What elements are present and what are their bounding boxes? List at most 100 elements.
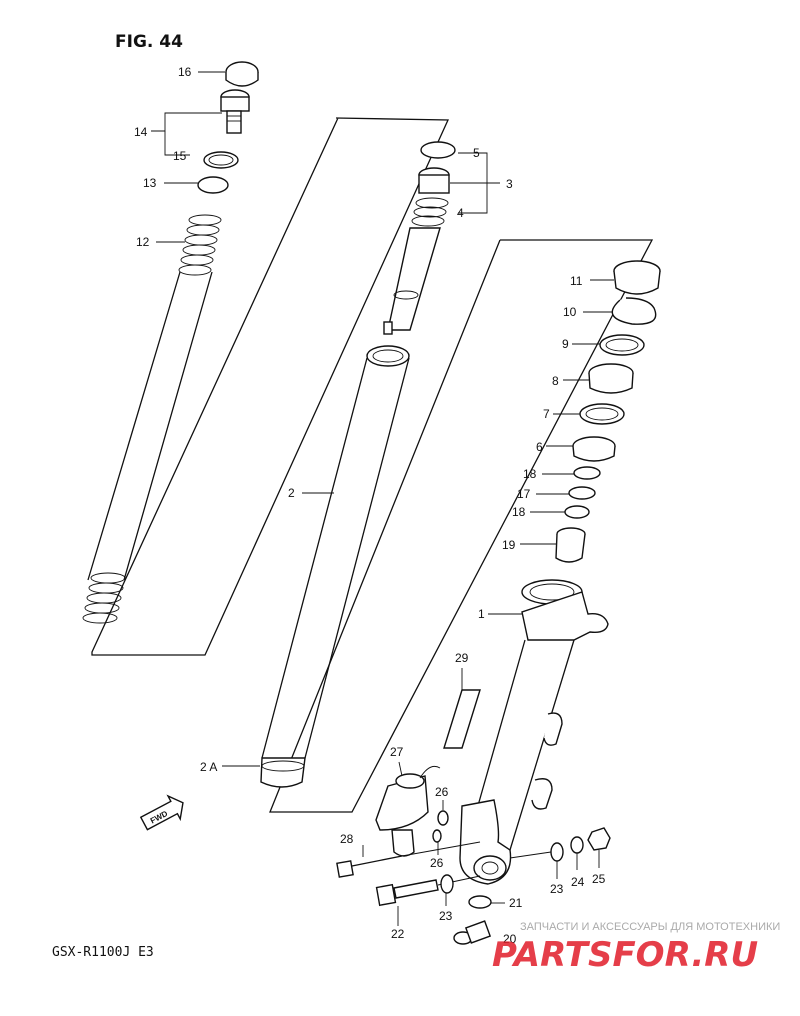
part-1-lug-a xyxy=(543,712,563,746)
part-27-sensor xyxy=(375,775,429,831)
damper-rod-band xyxy=(393,290,419,300)
part-2a-band xyxy=(261,760,305,772)
leader-14 xyxy=(151,112,222,132)
part-1-outer-bore xyxy=(529,583,575,601)
fwd-arrow: FWD xyxy=(139,794,184,831)
part-6-side xyxy=(572,445,616,462)
part-1-edge-right xyxy=(509,639,575,851)
model-code: GSX-R1100J E3 xyxy=(52,945,154,960)
part-27-top xyxy=(395,773,425,789)
label-18a: 18 xyxy=(523,467,537,481)
part-2-tube-edge-left xyxy=(261,357,368,759)
part-2-tube-edge-right xyxy=(304,357,410,759)
watermark-brand: PARTSFOR.RU xyxy=(492,935,758,975)
part-18-washer-a xyxy=(573,466,601,480)
outer-tube-group: 11 10 9 8 7 6 18 17 18 19 1 29 xyxy=(443,260,661,885)
label-26a: 26 xyxy=(435,785,449,799)
part-21-washer xyxy=(468,895,492,909)
label-23a: 23 xyxy=(439,909,453,923)
part-14-bolt-hex xyxy=(220,96,250,112)
part-2-tube-top xyxy=(366,345,410,367)
part-26-washer-b xyxy=(432,829,442,843)
group-bracket-middle xyxy=(269,239,654,813)
label-2a: 2 A xyxy=(200,760,217,774)
label-11: 11 xyxy=(570,274,583,288)
inner-tube-group: 5 3 4 2 2 A xyxy=(200,141,654,813)
part-1-axle-hole xyxy=(473,855,507,881)
label-5: 5 xyxy=(473,146,480,160)
label-16: 16 xyxy=(178,65,192,79)
part-14-bolt-shank xyxy=(226,110,242,134)
leader-27 xyxy=(398,761,403,777)
label-4: 4 xyxy=(457,206,464,220)
part-8-side xyxy=(588,372,634,394)
part-27-mount xyxy=(391,829,415,857)
label-24: 24 xyxy=(571,875,585,889)
part-1-axle-bore xyxy=(481,861,499,875)
part-27-wire xyxy=(419,765,441,779)
label-13: 13 xyxy=(143,176,157,190)
label-23b: 23 xyxy=(550,882,564,896)
label-12: 12 xyxy=(136,235,150,249)
part-28-bolt-head xyxy=(336,860,354,878)
part-29-label xyxy=(443,689,481,749)
label-9: 9 xyxy=(562,337,569,351)
part-3-body xyxy=(418,174,450,194)
part-23-washer-b xyxy=(550,842,564,862)
label-3: 3 xyxy=(506,177,513,191)
part-16-side xyxy=(225,72,259,87)
part-12-spring-bottom xyxy=(82,572,126,624)
part-20-bolt-shank xyxy=(464,920,492,944)
part-22-shank xyxy=(393,879,439,899)
part-2a-bush xyxy=(260,757,306,788)
part-10-circlip xyxy=(611,297,657,325)
label-19: 19 xyxy=(502,538,516,552)
label-21: 21 xyxy=(509,896,523,910)
label-22: 22 xyxy=(391,927,405,941)
spring-group: 16 14 15 13 12 xyxy=(82,61,450,656)
part-18-washer-b xyxy=(564,505,590,519)
spring-edge-left xyxy=(87,271,181,581)
axis-right xyxy=(509,851,552,859)
part-25-nut xyxy=(587,827,611,851)
part-9-washer xyxy=(599,334,645,356)
part-2-tube-bore xyxy=(372,349,404,363)
watermark-caption: ЗАПЧАСТИ И АКСЕССУАРЫ ДЛЯ МОТОТЕХНИКИ xyxy=(520,921,780,933)
part-7-inner xyxy=(585,407,619,421)
label-28: 28 xyxy=(340,832,354,846)
label-2: 2 xyxy=(288,486,295,500)
part-12-spring-top xyxy=(178,214,222,276)
label-29: 29 xyxy=(455,651,469,665)
part-4-ring-b xyxy=(413,206,447,218)
part-4-ring-a xyxy=(415,197,449,209)
damper-rod-tip xyxy=(383,321,393,335)
label-1: 1 xyxy=(478,607,485,621)
label-8: 8 xyxy=(552,374,559,388)
part-26-washer-a xyxy=(437,810,449,826)
part-13-washer xyxy=(197,176,229,194)
part-15-inner xyxy=(208,154,234,166)
fwd-arrow-shape xyxy=(139,794,184,831)
lower-hardware-group: 27 26 28 26 22 23 23 24 25 21 20 xyxy=(336,745,611,946)
part-1-clamp xyxy=(521,591,609,641)
part-11-side xyxy=(613,270,661,295)
leader-15 xyxy=(164,131,190,156)
label-20: 20 xyxy=(503,932,517,946)
label-7: 7 xyxy=(543,407,550,421)
label-14: 14 xyxy=(134,125,148,139)
group-bracket-left xyxy=(91,117,450,656)
label-6: 6 xyxy=(536,440,543,454)
part-9-inner xyxy=(605,338,639,352)
damper-rod xyxy=(387,227,441,331)
part-23-washer-a xyxy=(440,874,454,894)
label-25: 25 xyxy=(592,872,606,886)
part-22-bolt-head xyxy=(375,883,397,907)
label-17: 17 xyxy=(517,487,531,501)
part-1-lug-b xyxy=(531,778,553,810)
part-4-ring-c xyxy=(411,215,445,227)
part-5-circlip xyxy=(420,141,456,159)
part-24-washer xyxy=(570,836,584,854)
label-26b: 26 xyxy=(430,856,444,870)
